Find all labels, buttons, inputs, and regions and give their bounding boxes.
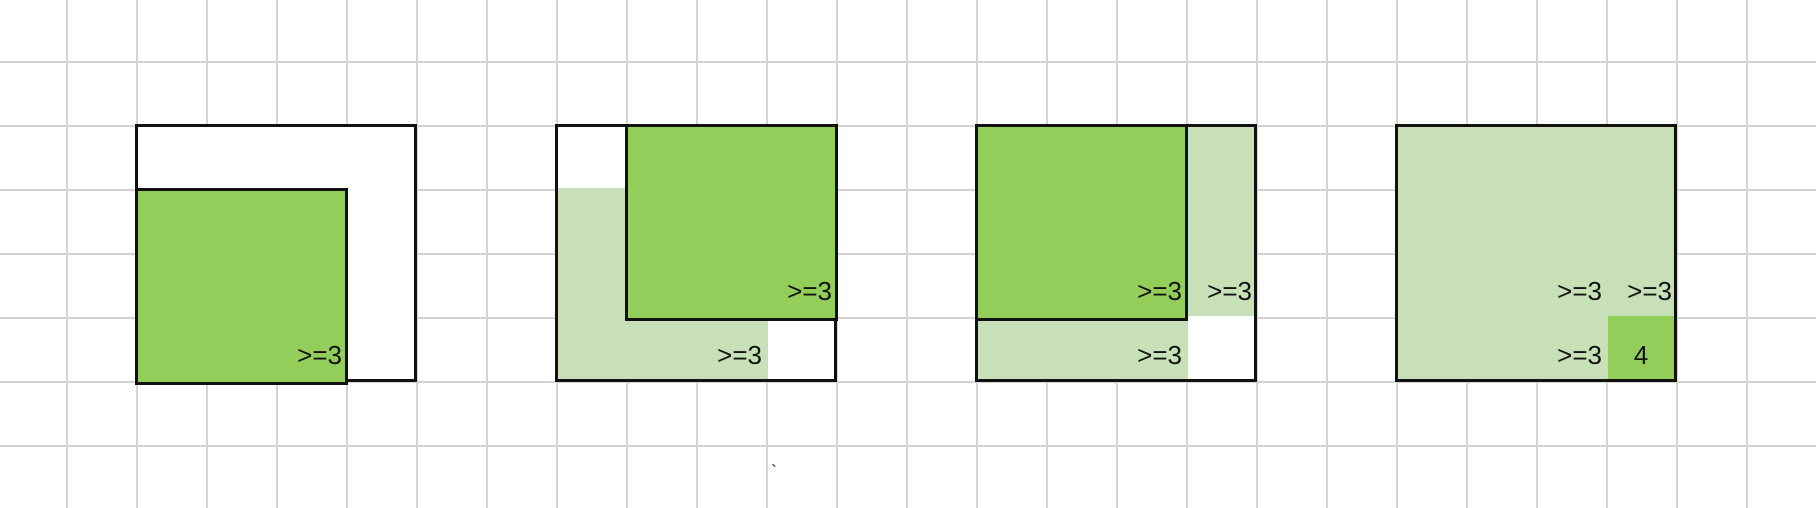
right-strip [1188,127,1254,316]
grid-board-1: >=3 [135,124,417,385]
corner-cell [1608,316,1674,379]
cell-label: >=3 [1627,276,1672,306]
grid-board-3: >=3 >=3 >=3 [975,124,1257,382]
bottom-strip [978,316,1188,379]
cell-label: >=3 [717,340,762,370]
green-square [975,124,1188,321]
grid-board-2: >=3 >=3 [555,124,838,382]
green-square [135,188,348,385]
cell-label: >=3 [297,340,342,370]
green-square [625,124,838,321]
grid-board-4: >=3 >=3 >=3 4 [1395,124,1677,382]
cell-label: >=3 [1137,276,1182,306]
cell-label: >=3 [787,276,832,306]
cell-label: >=3 [1137,340,1182,370]
cell-label: >=3 [1557,276,1602,306]
corner-value: 4 [1633,340,1649,370]
stray-mark: ` [771,462,777,482]
cell-label: >=3 [1207,276,1252,306]
cell-label: >=3 [1557,340,1602,370]
